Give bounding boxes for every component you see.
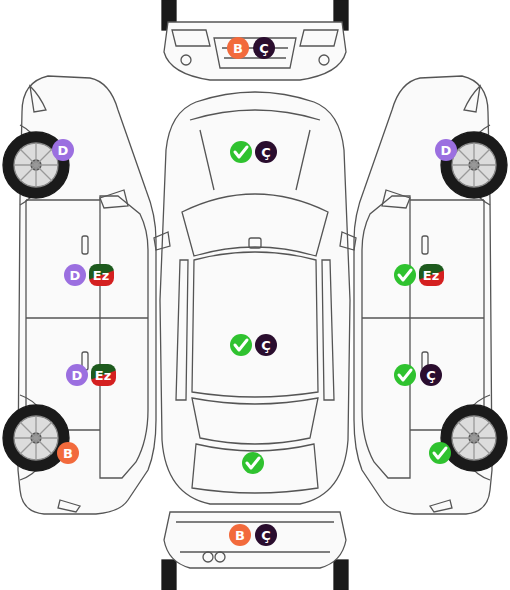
badge-c: Ç xyxy=(255,334,277,356)
badge-letter: B xyxy=(235,529,245,542)
badge-d: D xyxy=(64,264,86,286)
badge-b: B xyxy=(227,37,249,59)
badge-letter: D xyxy=(58,144,69,157)
badge-letter: Ç xyxy=(426,369,436,382)
badge-letter: D xyxy=(441,144,452,157)
badge-d: D xyxy=(435,139,457,161)
badge-letter: B xyxy=(63,447,73,460)
badge-letter: D xyxy=(70,269,81,282)
badge-ez: Ez xyxy=(91,364,116,386)
badge-c: Ç xyxy=(253,37,275,59)
badge-letter: D xyxy=(72,369,83,382)
badge-b: B xyxy=(229,524,251,546)
badge-letter: Ç xyxy=(261,529,271,542)
badge-c: Ç xyxy=(255,141,277,163)
badge-letter: Ç xyxy=(259,42,269,55)
badge-letter: Ç xyxy=(261,146,271,159)
badge-c: Ç xyxy=(255,524,277,546)
badge-c: Ç xyxy=(420,364,442,386)
badge-ez: Ez xyxy=(89,264,114,286)
ok-marks xyxy=(230,141,451,474)
badge-letter: B xyxy=(233,42,243,55)
badge-letter: Ez xyxy=(93,269,109,282)
badge-letter: Ez xyxy=(423,269,439,282)
badge-b: B xyxy=(57,442,79,464)
badge-letter: Ç xyxy=(261,339,271,352)
badge-letter: Ez xyxy=(95,369,111,382)
badge-d: D xyxy=(52,139,74,161)
badge-ez: Ez xyxy=(419,264,444,286)
badge-d: D xyxy=(66,364,88,386)
